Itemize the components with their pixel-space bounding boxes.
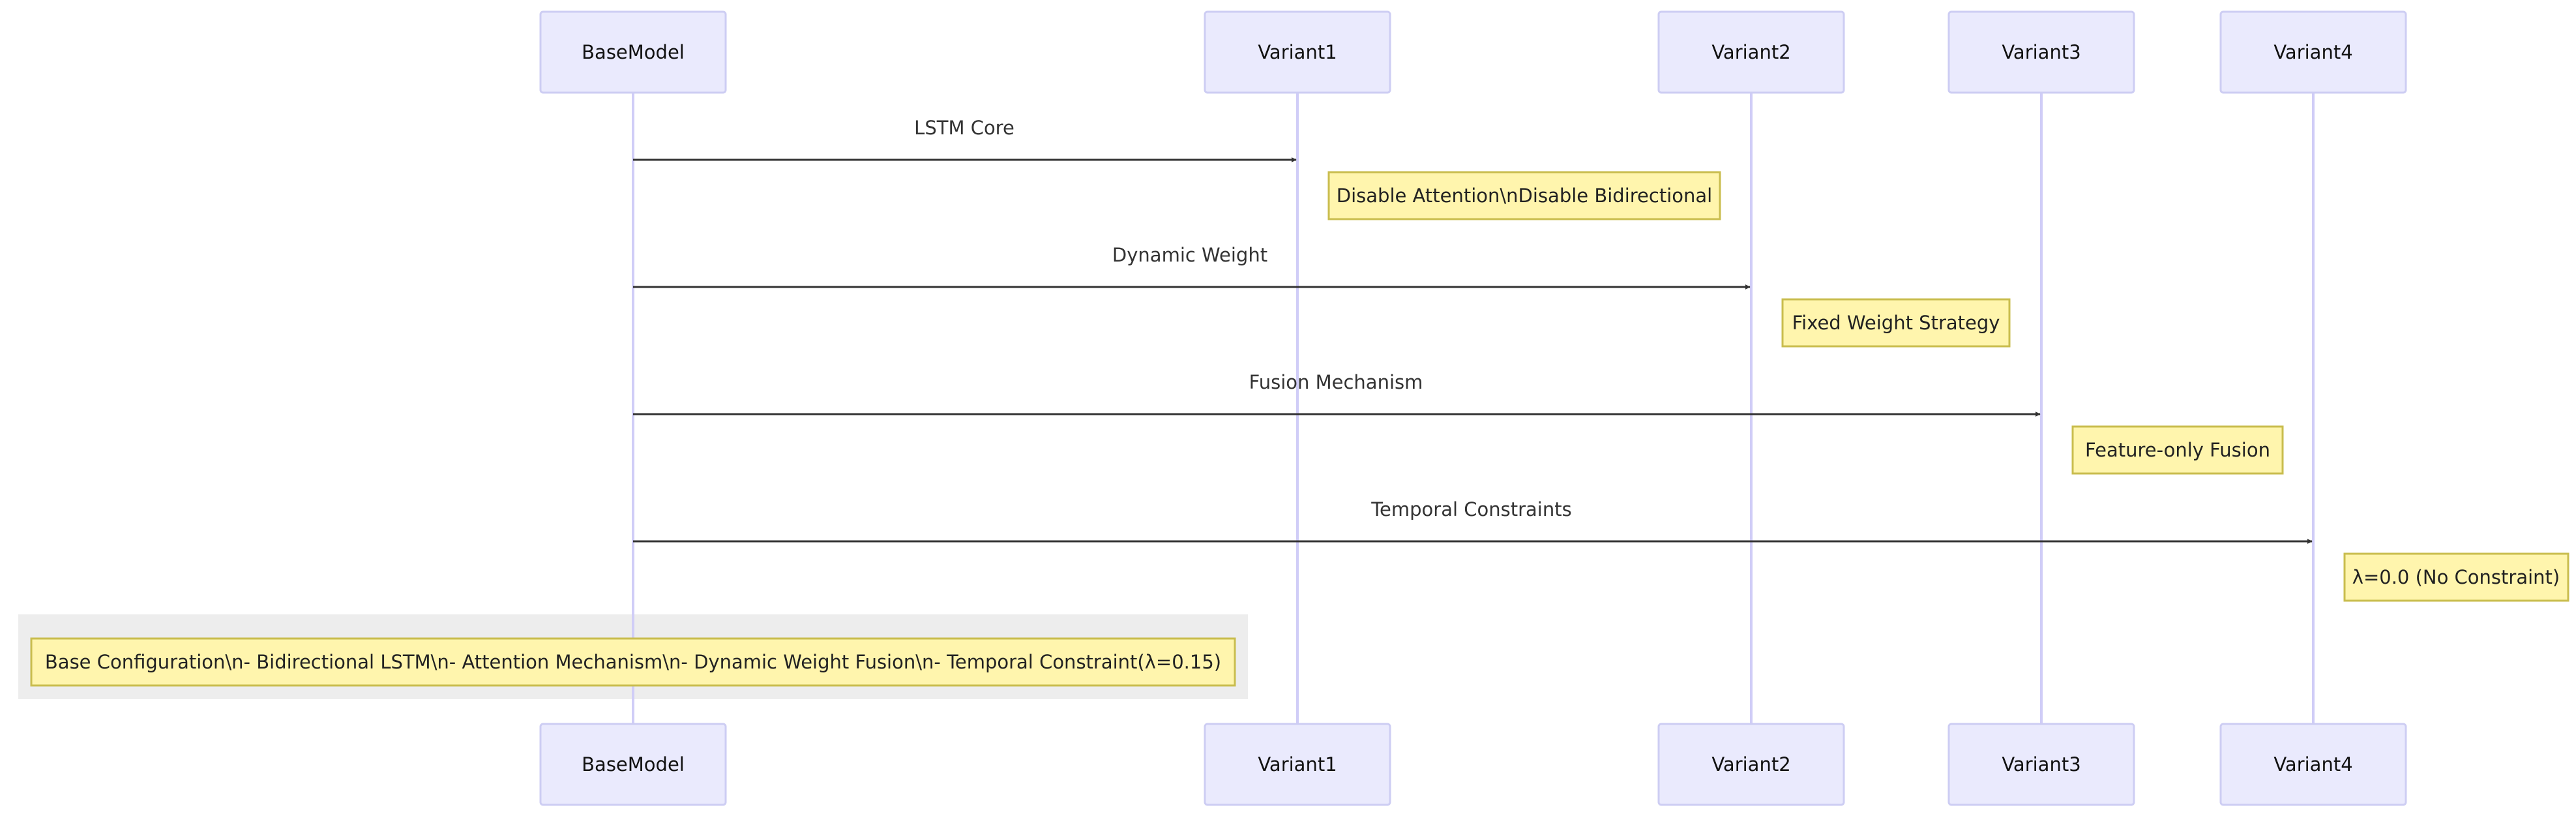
participant-label: Variant1	[1258, 753, 1337, 775]
participant-label: Variant2	[1711, 753, 1790, 775]
note-text: Base Configuration\n- Bidirectional LSTM…	[45, 651, 1221, 673]
note-variant2: Fixed Weight Strategy	[1781, 298, 2011, 348]
message-label: Fusion Mechanism	[1249, 371, 1423, 393]
participant-label: Variant4	[2273, 753, 2352, 775]
participant-variant2-top: Variant2	[1657, 10, 1845, 94]
participant-basemodel-bottom: BaseModel	[539, 723, 727, 806]
note-text: λ=0.0 (No Constraint)	[2352, 566, 2560, 588]
participant-label: BaseModel	[582, 753, 685, 775]
participant-label: Variant3	[2002, 41, 2080, 63]
participant-variant4-top: Variant4	[2219, 10, 2407, 94]
participant-variant1-top: Variant1	[1204, 10, 1391, 94]
message-label: LSTM Core	[914, 117, 1014, 139]
message-lstm-core: LSTM Core	[633, 117, 1297, 162]
participant-label: Variant1	[1258, 41, 1337, 63]
participant-variant2-bottom: Variant2	[1657, 723, 1845, 806]
message-label: Temporal Constraints	[1370, 498, 1571, 520]
note-variant3: Feature-only Fusion	[2071, 425, 2284, 475]
participant-variant3-bottom: Variant3	[1947, 723, 2135, 806]
note-text: Disable Attention\nDisable Bidirectional	[1337, 185, 1712, 207]
note-base-configuration: Base Configuration\n- Bidirectional LSTM…	[30, 637, 1236, 687]
note-text: Feature-only Fusion	[2085, 439, 2270, 461]
participant-basemodel-top: BaseModel	[539, 10, 727, 94]
message-fusion-mechanism: Fusion Mechanism	[633, 371, 2041, 417]
participant-label: Variant4	[2273, 41, 2352, 63]
participant-label: Variant3	[2002, 753, 2080, 775]
participant-variant4-bottom: Variant4	[2219, 723, 2407, 806]
message-dynamic-weight: Dynamic Weight	[633, 244, 1751, 290]
participant-label: BaseModel	[582, 41, 685, 63]
participant-variant1-bottom: Variant1	[1204, 723, 1391, 806]
message-label: Dynamic Weight	[1112, 244, 1267, 266]
message-temporal-constraints: Temporal Constraints	[633, 498, 2313, 544]
note-variant1: Disable Attention\nDisable Bidirectional	[1327, 171, 1721, 220]
note-variant4: λ=0.0 (No Constraint)	[2343, 552, 2569, 602]
participant-label: Variant2	[1711, 41, 1790, 63]
participant-variant3-top: Variant3	[1947, 10, 2135, 94]
note-text: Fixed Weight Strategy	[1792, 312, 2000, 334]
